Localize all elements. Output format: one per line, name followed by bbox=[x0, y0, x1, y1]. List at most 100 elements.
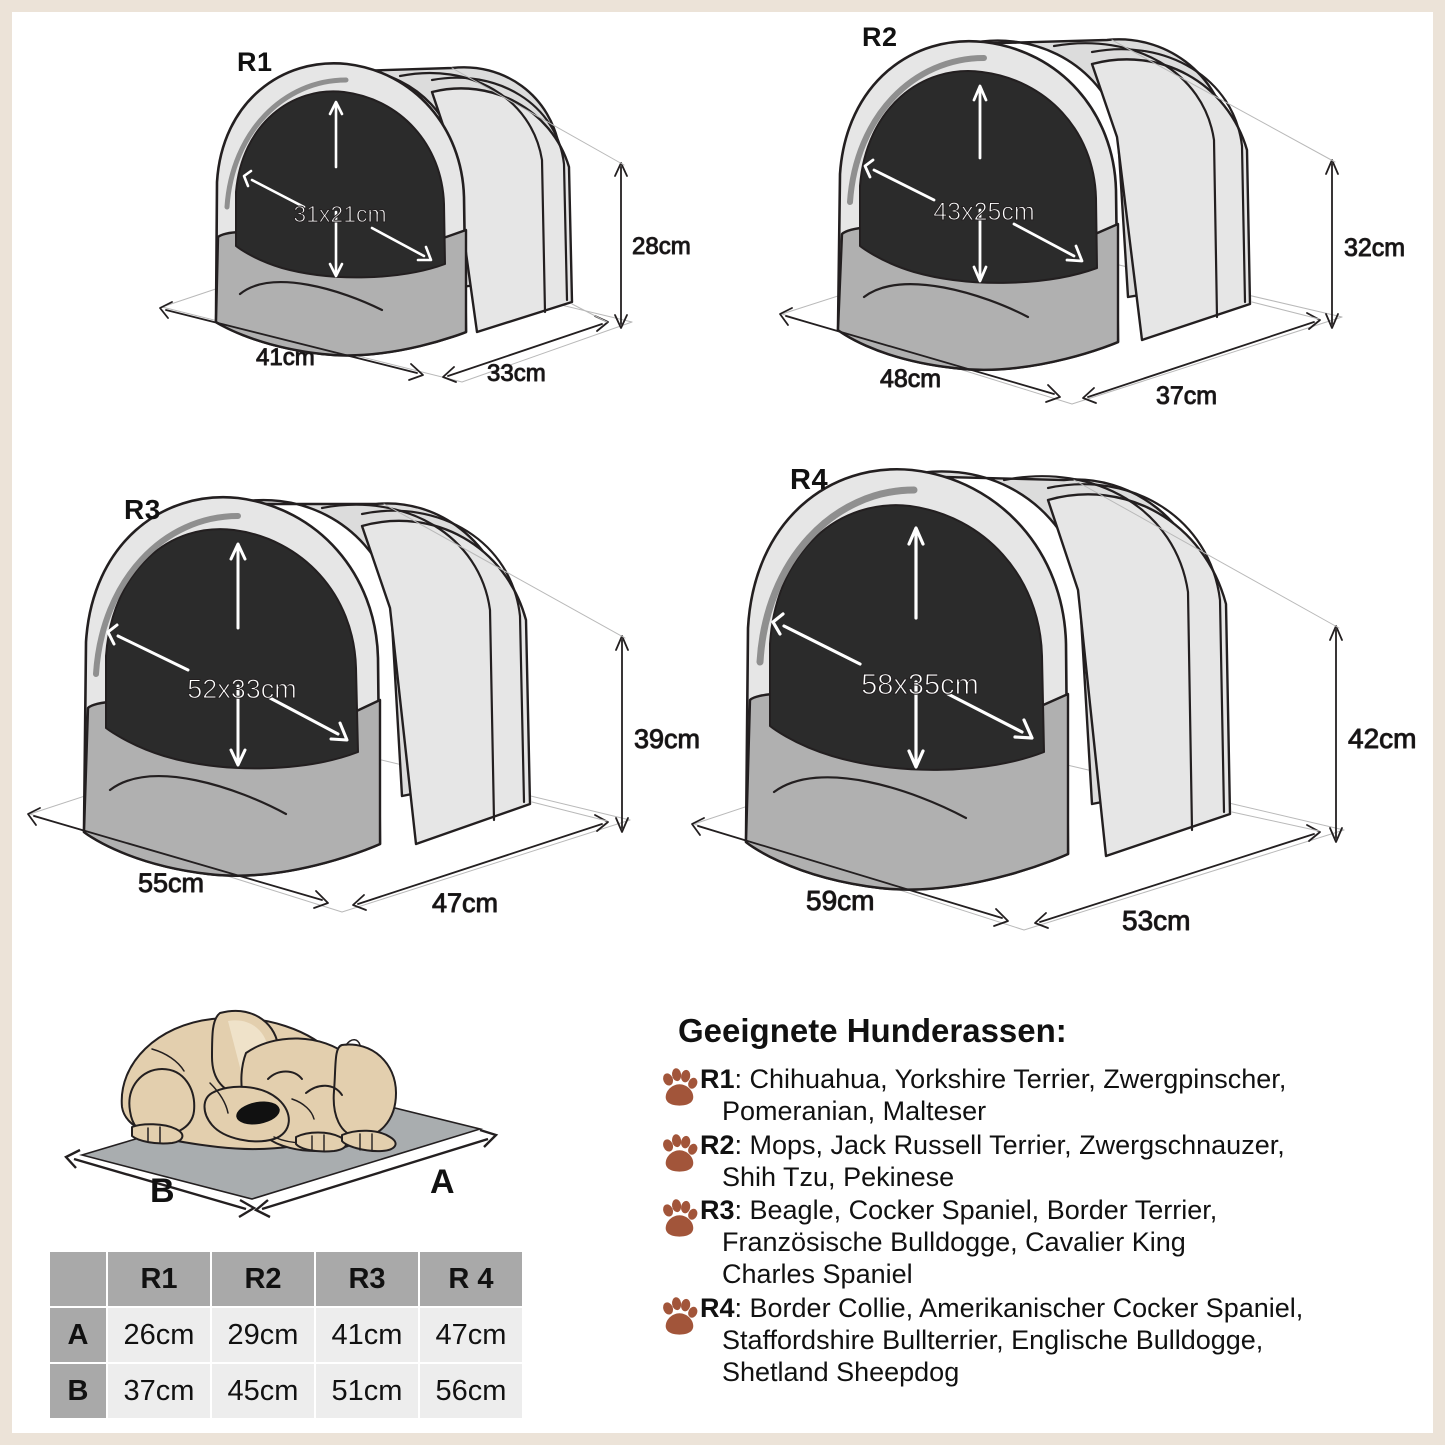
table-cell-b-r1: 37cm bbox=[106, 1362, 212, 1420]
height-label-r3: 39cm bbox=[634, 724, 700, 754]
breed-code-r3: R3 bbox=[700, 1195, 735, 1226]
paw-print-icon bbox=[663, 1068, 698, 1106]
width-dimension-r1 bbox=[159, 301, 424, 381]
bed-drawing-r1: 31x21cm 41cm 33cm bbox=[159, 61, 691, 388]
opening-rim-r1 bbox=[224, 77, 349, 210]
breed-code-r4: R4 bbox=[700, 1293, 735, 1324]
opening-size-label-r4: 58x35cm bbox=[861, 669, 979, 701]
width-label-r3: 55cm bbox=[138, 868, 204, 898]
product-panel-r4: R4 bbox=[672, 432, 1445, 972]
width-dimension-r4 bbox=[691, 817, 1009, 927]
table-cell-a-r2: 29cm bbox=[210, 1306, 316, 1364]
cushion-crease-r4 bbox=[772, 776, 968, 820]
table-row: B 37cm 45cm 51cm 56cm bbox=[48, 1362, 524, 1420]
depth-label-r2: 37cm bbox=[1156, 382, 1217, 410]
table-col-header-r1: R1 bbox=[106, 1250, 212, 1308]
table-corner-cell bbox=[48, 1250, 108, 1308]
dog-front-paw-a bbox=[295, 1131, 348, 1153]
height-dimension-r1 bbox=[451, 67, 628, 329]
opening-rim-r3 bbox=[93, 513, 241, 677]
depth-dimension-r4 bbox=[1034, 811, 1321, 929]
height-label-r4: 42cm bbox=[1348, 723, 1416, 754]
height-dimension-r2 bbox=[1111, 39, 1339, 329]
breed-line-r1-1: : Chihuahua, Yorkshire Terrier, Zwergpin… bbox=[734, 1064, 1287, 1094]
panel-label-r3: R3 bbox=[124, 494, 161, 525]
breed-line-r3-2: Französische Bulldogge, Cavalier King bbox=[722, 1227, 1186, 1258]
depth-dimension-r2 bbox=[1082, 301, 1321, 404]
product-panel-r2: R2 bbox=[762, 12, 1422, 432]
table-cell-a-r4: 47cm bbox=[418, 1306, 524, 1364]
dog-eye-right bbox=[305, 1084, 343, 1096]
table-row-label-a: A bbox=[48, 1306, 108, 1364]
opening-rim-r2 bbox=[847, 55, 987, 205]
breed-text-r1: R1: Chihuahua, Yorkshire Terrier, Zwergp… bbox=[698, 1064, 1286, 1128]
breed-text-r2: R2: Mops, Jack Russell Terrier, Zwergsch… bbox=[698, 1130, 1285, 1194]
opening-dimension-arrows-r1 bbox=[242, 100, 433, 278]
opening-interior-r1 bbox=[235, 90, 446, 279]
depth-dimension-r1 bbox=[442, 303, 609, 383]
breed-text-r3: R3: Beagle, Cocker Spaniel, Border Terri… bbox=[698, 1195, 1217, 1291]
opening-rim-r4 bbox=[756, 486, 918, 666]
dog-ear-front bbox=[332, 1043, 397, 1139]
height-label-r2: 32cm bbox=[1344, 234, 1405, 262]
breed-entry-r4: R4: Border Collie, Amerikanischer Cocker… bbox=[660, 1293, 1430, 1389]
depth-label-r1: 33cm bbox=[487, 360, 546, 387]
opening-size-label-r3: 52x33cm bbox=[187, 674, 297, 704]
dog-front-paw-b bbox=[341, 1129, 397, 1153]
table-row: A 26cm 29cm 41cm 47cm bbox=[48, 1306, 524, 1364]
opening-dimension-arrows-r2 bbox=[863, 84, 1084, 283]
panel-label-r2: R2 bbox=[862, 22, 898, 52]
depth-label-r3: 47cm bbox=[432, 888, 498, 918]
product-panel-r3: R3 bbox=[12, 452, 722, 952]
opening-dimension-arrows-r4 bbox=[771, 526, 1034, 769]
table-cell-a-r1: 26cm bbox=[106, 1306, 212, 1364]
paw-print-icon bbox=[663, 1199, 698, 1238]
dome-seams-r3 bbox=[320, 503, 526, 822]
table-col-header-r3: R3 bbox=[314, 1250, 420, 1308]
height-dimension-r4 bbox=[1073, 479, 1343, 843]
breed-line-r4-1: : Border Collie, Amerikanischer Cocker S… bbox=[734, 1293, 1304, 1324]
dome-seams-r2 bbox=[1052, 42, 1247, 319]
dog-mat-figure: B A bbox=[60, 987, 550, 1237]
opening-size-label-r1: 31x21cm bbox=[293, 201, 386, 227]
breed-line-r2-2: Shih Tzu, Pekinese bbox=[722, 1161, 955, 1192]
table-header-row: R1 R2 R3 R 4 bbox=[48, 1250, 524, 1308]
height-dimension-r3 bbox=[383, 503, 629, 833]
breed-code-r1: R1 bbox=[700, 1064, 735, 1094]
dog-rear-paw bbox=[131, 1123, 184, 1145]
dome-side-r2 bbox=[1090, 58, 1252, 342]
opening-interior-r3 bbox=[105, 528, 359, 770]
width-label-r2: 48cm bbox=[880, 365, 941, 393]
width-label-r1: 41cm bbox=[256, 344, 315, 371]
dimension-b bbox=[64, 1148, 257, 1219]
breed-code-r2: R2 bbox=[700, 1129, 735, 1160]
breed-entry-r2: R2: Mops, Jack Russell Terrier, Zwergsch… bbox=[660, 1130, 1430, 1194]
table-cell-b-r4: 56cm bbox=[418, 1362, 524, 1420]
breed-entry-r3: R3: Beagle, Cocker Spaniel, Border Terri… bbox=[660, 1195, 1430, 1291]
bed-drawing-r3: 52x33cm 55cm 47cm bbox=[27, 495, 701, 919]
dog-nose bbox=[236, 1101, 280, 1125]
depth-label-r4: 53cm bbox=[1122, 905, 1190, 936]
breed-line-r4-2: Staffordshire Bullterrier, Englische Bul… bbox=[722, 1324, 1264, 1355]
dog-eye-left bbox=[267, 1070, 303, 1080]
table-col-header-r2: R2 bbox=[210, 1250, 316, 1308]
paw-print-icon bbox=[663, 1297, 698, 1335]
table-col-header-r4: R 4 bbox=[418, 1250, 524, 1308]
breed-line-r3-3: Charles Spaniel bbox=[722, 1259, 913, 1290]
size-table: R1 R2 R3 R 4 A 26cm 29cm 41cm 47cm B 37c… bbox=[48, 1250, 524, 1420]
breed-line-r1-2: Pomeranian, Malteser bbox=[722, 1095, 987, 1126]
dog-mat-drawing: B A bbox=[64, 1009, 499, 1219]
paw-print-icon bbox=[663, 1133, 698, 1172]
breed-line-r3-1: : Beagle, Cocker Spaniel, Border Terrier… bbox=[734, 1195, 1218, 1226]
breed-entry-r1: R1: Chihuahua, Yorkshire Terrier, Zwergp… bbox=[660, 1064, 1430, 1128]
height-label-r1: 28cm bbox=[632, 233, 691, 260]
suitable-breeds-section: Geeignete Hunderassen: R1: Chihuahua, Yo… bbox=[660, 1012, 1430, 1391]
breeds-heading: Geeignete Hunderassen: bbox=[678, 1012, 1067, 1049]
cushion-crease-r1 bbox=[238, 281, 384, 312]
table-cell-b-r2: 45cm bbox=[210, 1362, 316, 1420]
table-row-label-b: B bbox=[48, 1362, 108, 1420]
dog-tuft bbox=[345, 1039, 361, 1046]
opening-size-label-r2: 43x25cm bbox=[933, 198, 1034, 226]
breed-text-r4: R4: Border Collie, Amerikanischer Cocker… bbox=[698, 1293, 1303, 1389]
diagram-canvas: R1 bbox=[12, 12, 1433, 1433]
